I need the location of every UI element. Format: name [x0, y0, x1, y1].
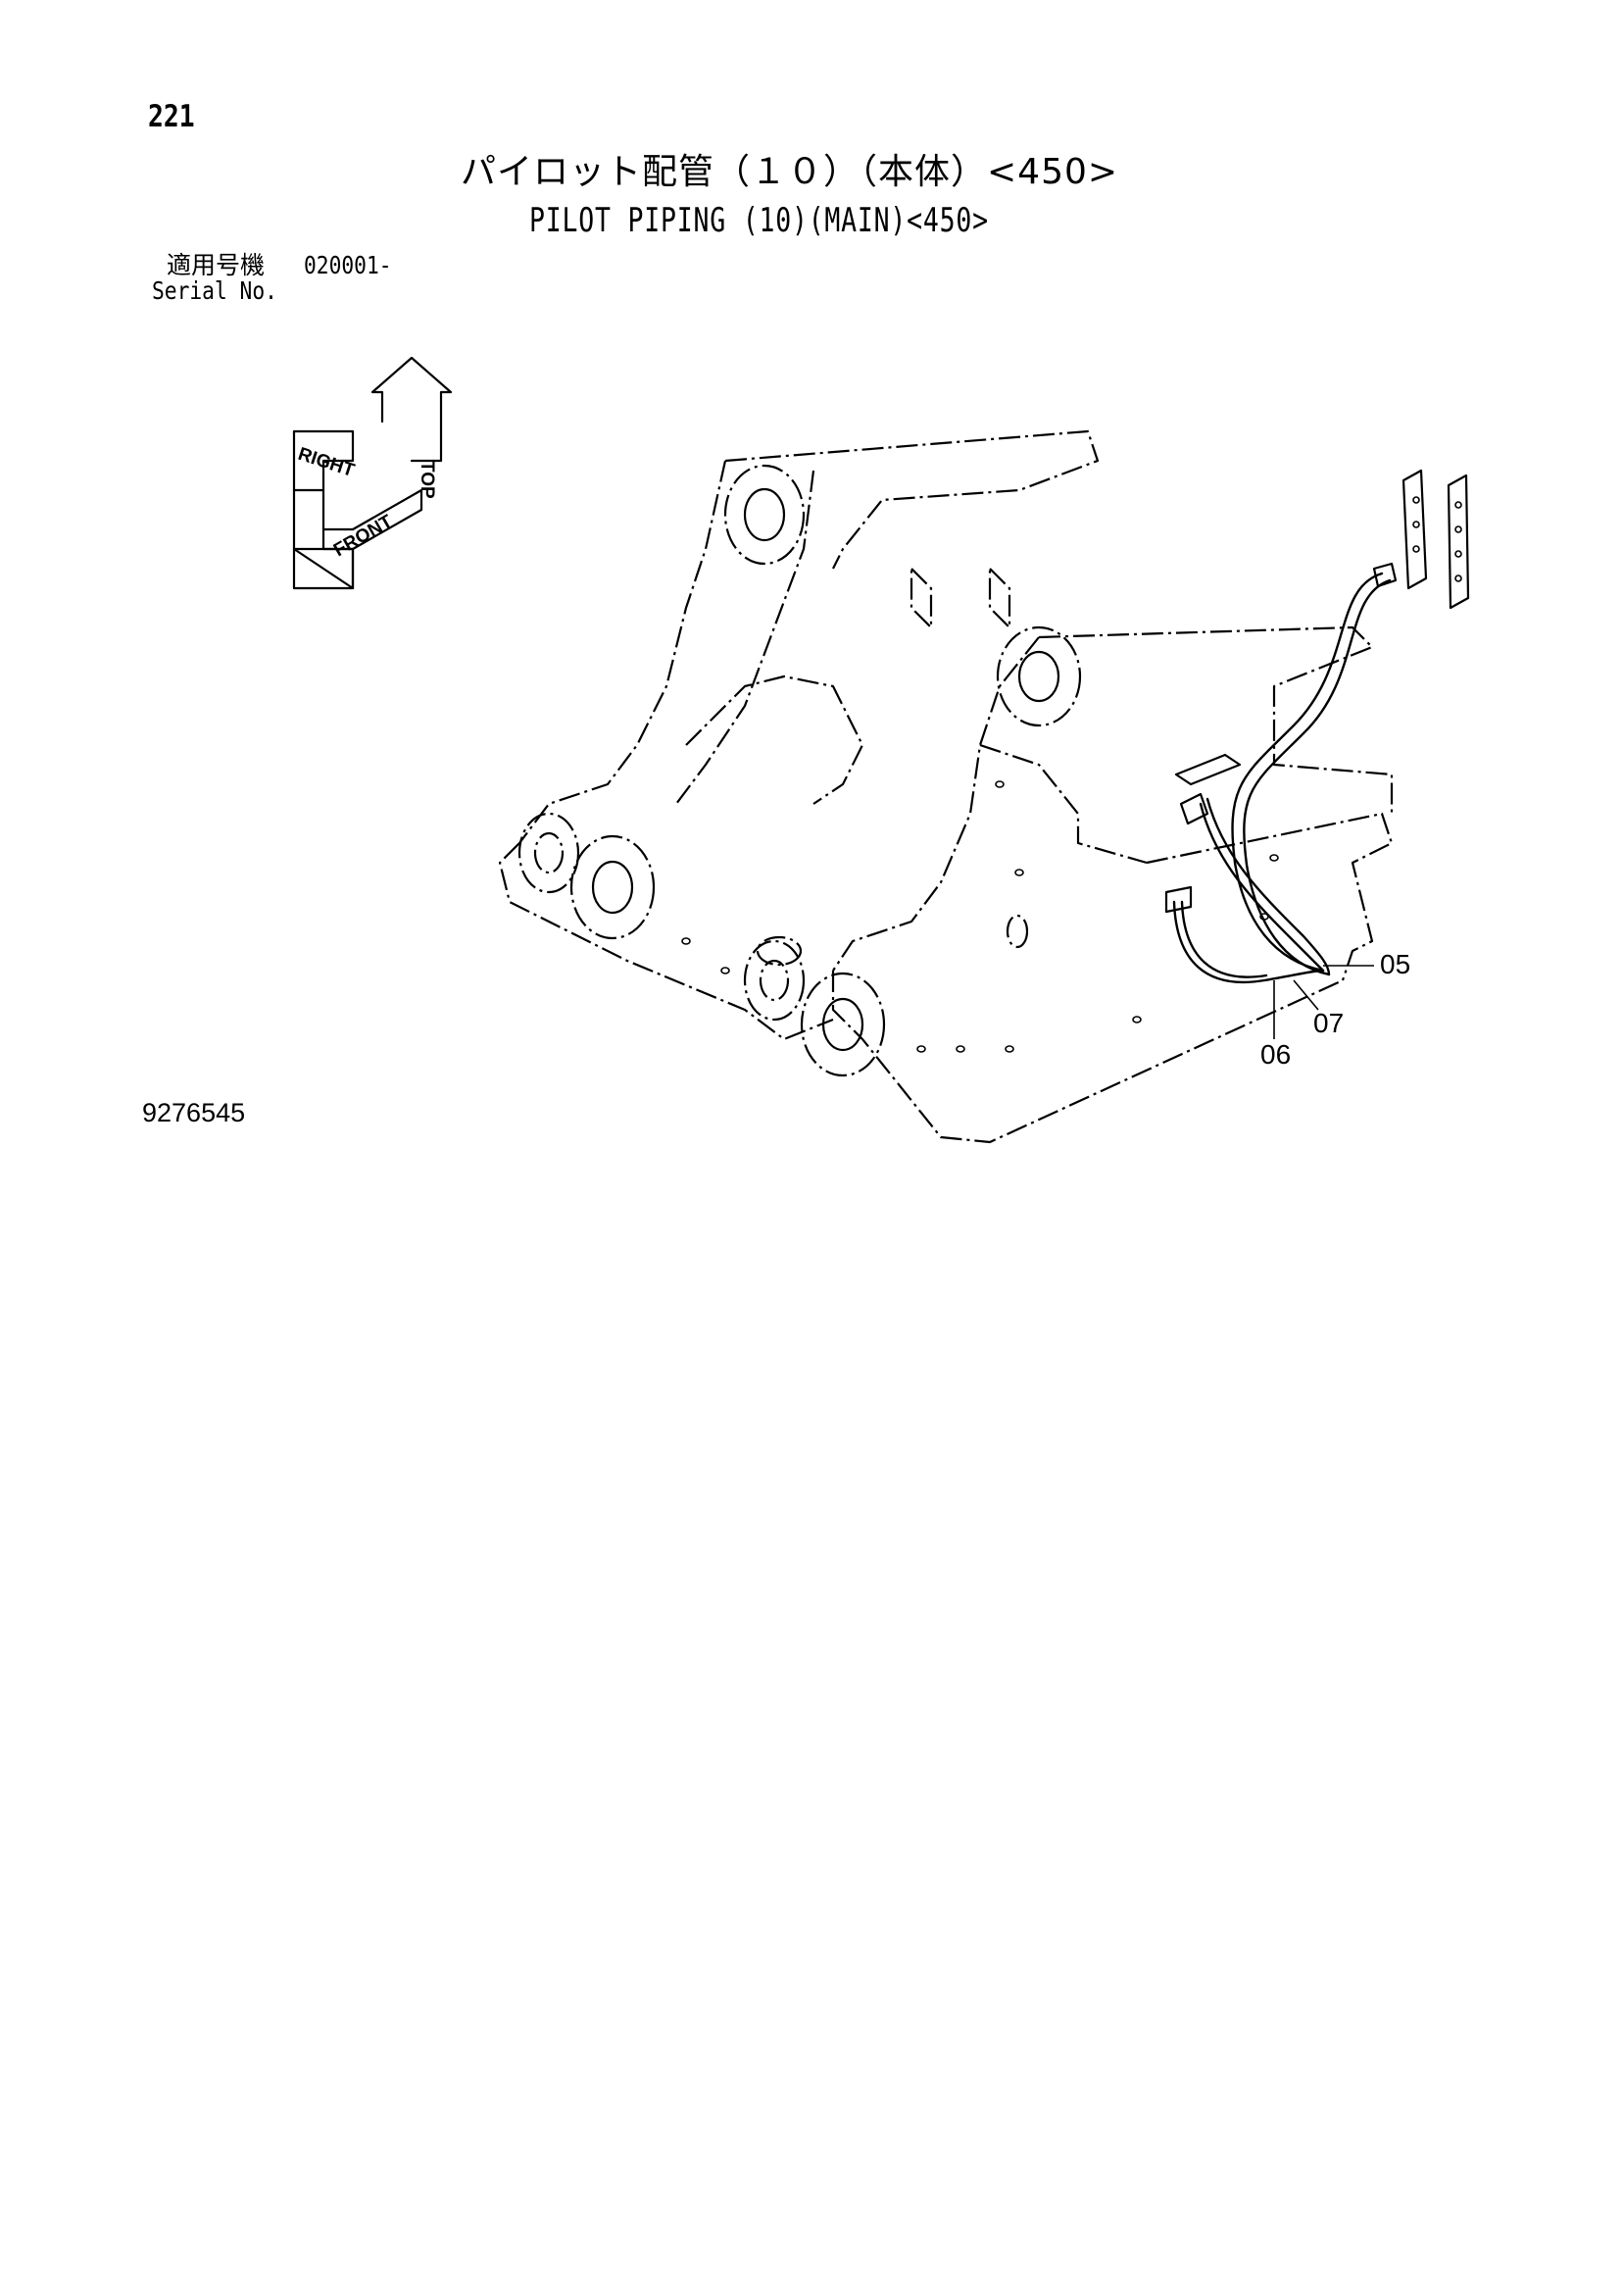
callout-06: 06	[1260, 1039, 1292, 1070]
frame-right-lower	[1146, 812, 1394, 981]
hose-07-parallel	[1205, 797, 1331, 976]
orientation-front-label: FRONT	[330, 511, 397, 561]
orientation-top-label: TOP	[417, 461, 437, 499]
hose-fitting	[1372, 562, 1398, 588]
page-number: 221	[148, 99, 195, 134]
bracket-right	[1447, 474, 1470, 610]
orientation-top-arrow-outline	[370, 356, 453, 463]
lower-right-boss-2	[800, 972, 886, 1077]
boss-holes	[517, 464, 1082, 1077]
upper-right-boss	[996, 625, 1082, 727]
bolt-hole	[1014, 869, 1024, 876]
base-plate-holes	[681, 780, 1279, 1053]
bracket-hole	[1454, 550, 1462, 558]
bracket-middle	[1174, 753, 1242, 786]
callout-leaders	[1273, 965, 1374, 1039]
pilot-hoses	[1164, 562, 1398, 984]
orientation-front-arrow-shaft	[292, 488, 423, 551]
main-frame-outline	[498, 429, 1394, 1144]
frame-center-plate	[979, 743, 1148, 865]
upper-right-boss-hole	[1017, 650, 1060, 703]
plate-hole-large	[1006, 914, 1029, 949]
hose-05-upper	[1231, 572, 1384, 973]
bolt-hole	[1269, 854, 1279, 862]
lower-right-boss-2-hole	[821, 997, 864, 1052]
bracket-hole	[1412, 521, 1420, 528]
bolt-hole	[956, 1045, 965, 1053]
frame-inner-opening	[685, 674, 864, 805]
lower-right-boss-1	[743, 939, 806, 1022]
callout-07: 07	[1313, 1008, 1345, 1038]
bolt-hole	[681, 937, 691, 945]
frame-top-rear-edge	[724, 429, 1100, 570]
serial-number-value: 020001-	[304, 251, 392, 279]
bolt-hole	[916, 1045, 926, 1053]
bracket-hole	[1454, 501, 1462, 509]
callout-05: 05	[1380, 949, 1411, 979]
hose-fitting	[1179, 792, 1209, 825]
bracket-hole	[1454, 574, 1462, 582]
page-title-english: PILOT PIPING (10)(MAIN)<450>	[529, 201, 989, 240]
lower-left-boss-1-hole	[533, 831, 565, 874]
frame-right-side	[1038, 625, 1394, 814]
frame-base-plate-left	[498, 842, 834, 1041]
center-ring	[756, 935, 803, 967]
hose-brackets	[1174, 469, 1470, 786]
hose-fitting	[1164, 885, 1193, 914]
lower-left-boss-2-hole	[591, 860, 634, 915]
leader-07	[1293, 979, 1319, 1011]
bolt-hole	[1132, 1016, 1142, 1023]
bolt-hole	[720, 967, 730, 974]
frame-base-plate-front	[831, 971, 1344, 1144]
orientation-right-label: RIGHT	[295, 444, 357, 481]
lower-left-boss-2	[569, 834, 656, 940]
bolt-hole	[995, 780, 1005, 788]
frame-left-boom-rib	[518, 460, 727, 844]
frame-bracket-a	[910, 567, 933, 629]
upper-left-boss	[723, 464, 806, 566]
bracket-hole	[1454, 525, 1462, 533]
lower-left-boss-1	[517, 812, 580, 894]
lower-right-boss-1-hole	[759, 959, 790, 1002]
bracket-left	[1402, 469, 1428, 590]
frame-inner-rib	[675, 470, 815, 805]
frame-right-boom-rib	[832, 636, 1040, 972]
hose-07	[1199, 802, 1325, 973]
upper-left-boss-hole	[743, 487, 786, 542]
orientation-indicator: TOP RIGHT FRONT	[292, 356, 453, 590]
drawing-number: 9276545	[142, 1098, 246, 1127]
serial-label-japanese: 適用号機	[167, 251, 266, 279]
bracket-hole	[1412, 496, 1420, 504]
serial-label-english: Serial No.	[152, 276, 277, 305]
hose-05-upper-parallel	[1243, 578, 1392, 976]
hose-06	[1172, 900, 1325, 984]
hose-06-parallel	[1180, 900, 1268, 978]
bracket-hole	[1412, 545, 1420, 553]
bolt-hole	[1005, 1045, 1014, 1053]
orientation-box-edge	[292, 547, 355, 590]
page-title-japanese: パイロット配管（１０）（本体）<450>	[461, 152, 1119, 192]
frame-bracket-b	[988, 567, 1011, 629]
